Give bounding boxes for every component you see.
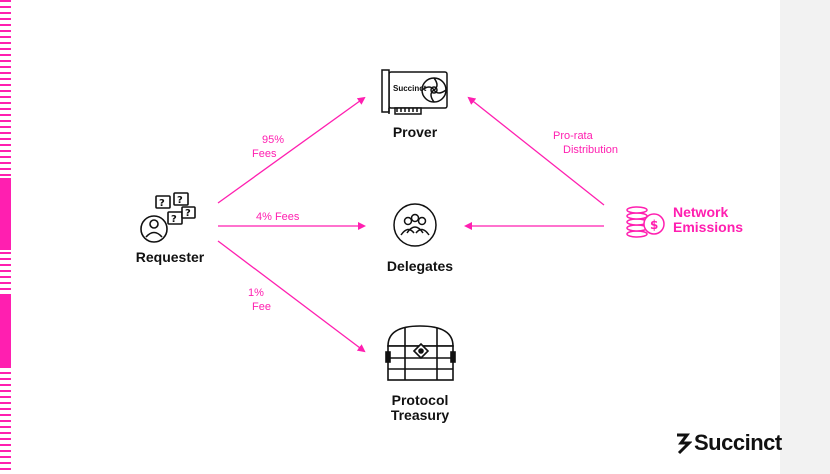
requester-icon [140,192,196,243]
coin-stack-icon [626,206,665,238]
emissions-label-line1: Network [673,204,729,220]
left-stripe-block-upper [0,178,11,250]
treasure-chest-icon [385,325,456,381]
treasury-label-line1: Protocol [391,392,449,408]
treasury-label: Protocol Treasury [380,393,460,423]
right-edge-panel [780,0,830,474]
arrow-requester-to-treasury [217,240,366,353]
question-mark-glyphs: ? ? ? ? [159,195,191,225]
emissions-label-line2: Emissions [673,219,744,235]
prover-label: Prover [392,124,438,140]
svg-text:?: ? [159,198,165,209]
gpu-brand-text: Succinct [393,84,427,93]
emissions-label: Network Emissions [673,205,743,235]
svg-text:?: ? [177,195,183,206]
prorata-line1: Pro-rata [553,130,593,142]
gpu-icon [381,69,448,115]
prover-fee-label: 95% Fees [252,133,285,161]
left-stripe-block-lower [0,295,11,367]
treasury-fee-label: 1% Fee [248,286,271,314]
treasury-fee-pct: 1% [248,287,264,299]
arrow-emissions-to-prover [467,96,605,206]
succinct-logo-mark [677,433,692,455]
treasury-fee-word: Fee [252,301,271,313]
requester-label: Requester [135,249,205,265]
succinct-brand-wordmark: Succinct [694,430,782,455]
delegates-label: Delegates [386,258,454,274]
svg-text:?: ? [171,214,177,225]
prorata-distribution-label: Pro-rata Distribution [553,129,618,157]
delegates-fee-label: 4% Fees [256,211,300,223]
prover-fee-word: Fees [252,148,277,160]
delegates-icon [393,203,437,247]
svg-text:?: ? [185,208,191,219]
prover-fee-pct: 95% [262,134,285,146]
arrow-requester-to-prover [217,96,366,204]
treasury-label-line2: Treasury [390,407,450,423]
dollar-glyph: $ [650,218,658,232]
prorata-line2: Distribution [563,144,619,156]
